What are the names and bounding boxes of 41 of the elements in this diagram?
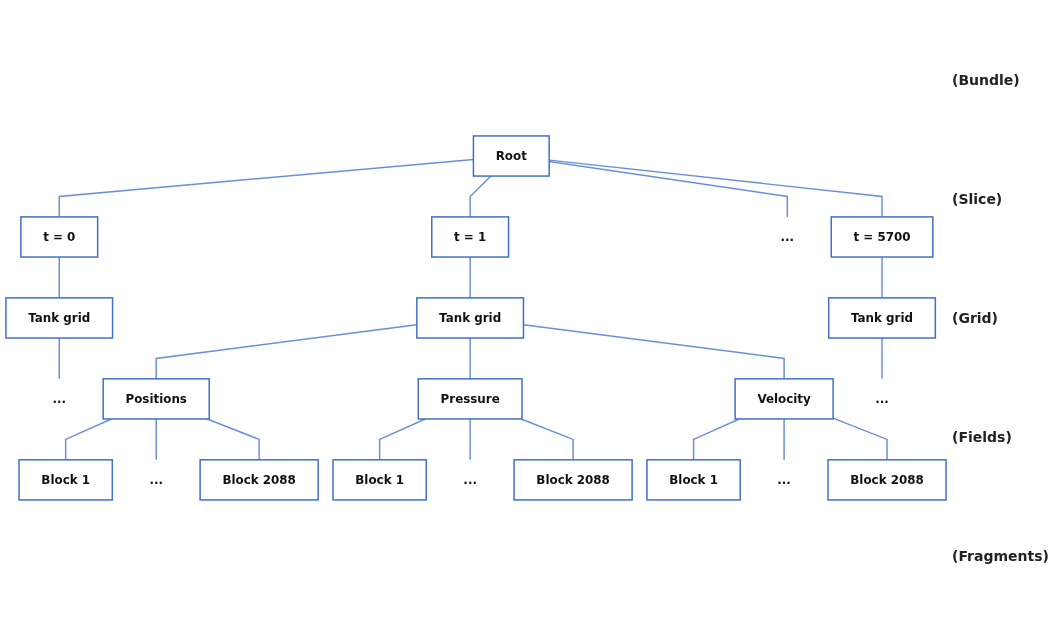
connector [469,337,471,380]
connector [58,337,60,380]
node-box: Tank grid [416,297,525,339]
connector [783,418,785,461]
node-box: Block 2088 [513,459,633,501]
node-box: Block 2088 [827,459,947,501]
node-box: Positions [102,378,210,420]
level-label: (Bundle) [952,71,1021,88]
connector [692,418,740,461]
level-label: (Slice) [952,190,1004,207]
node-box: t = 5700 [830,216,934,258]
connector [881,337,883,380]
node-text: ... [463,472,477,487]
connector [469,418,471,461]
node-box: Block 1 [18,459,114,501]
node-box: Pressure [417,378,523,420]
connector [155,418,157,461]
node-text: ... [149,472,163,487]
connector [58,256,60,299]
node-box: t = 1 [431,216,510,258]
node-text: ... [780,229,795,244]
connector [520,418,574,461]
connector [832,417,888,461]
node-box: Tank grid [827,297,937,339]
connector [206,418,260,461]
level-label: (Fields) [952,429,1013,446]
level-label: (Grid) [952,309,999,326]
connector [469,256,471,299]
node-text: ... [875,391,889,406]
node-box: Block 1 [332,459,427,501]
node-box: Block 2088 [199,459,319,501]
node-text: ... [52,391,67,406]
node-text: ... [777,472,791,487]
node-box: Root [472,135,550,177]
node-box: Velocity [734,378,834,420]
level-label: (Fragments) [952,548,1050,565]
connector [469,175,492,218]
connector [881,256,883,299]
node-box: t = 0 [20,216,99,258]
node-box: Tank grid [5,297,114,339]
node-box: Block 1 [646,459,741,501]
